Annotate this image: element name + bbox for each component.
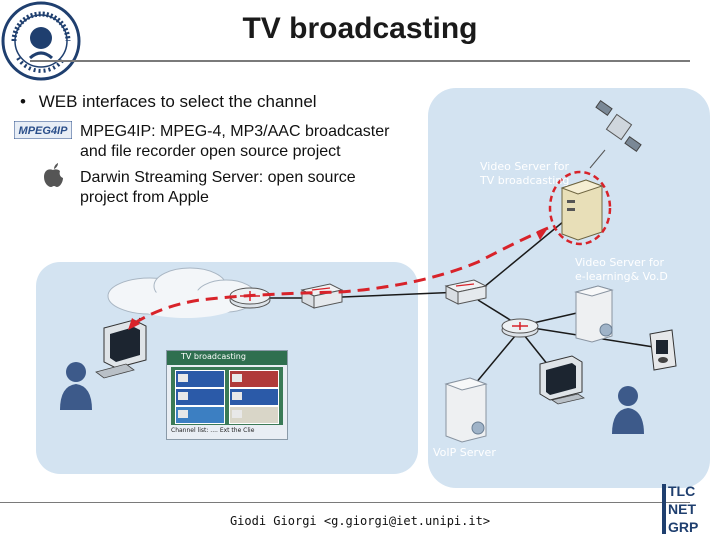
web-interface-screenshot: TV broadcasting Channel list: .... Ext t… [166, 350, 288, 440]
bullet-dot: • [20, 92, 26, 111]
client-monitor-icon [95, 319, 147, 379]
bullet-mpeg4ip-line2: and file recorder open source project [80, 143, 341, 160]
label-elearning-server: Video Server for e-learning& Vo.D [575, 256, 705, 284]
label-elearning-line1: Video Server for [575, 256, 665, 269]
switch-icon-1 [300, 283, 344, 309]
slide-title: TV broadcasting [242, 12, 478, 45]
user-person-icon-right [612, 386, 644, 434]
link-switch2-tvserver [477, 211, 576, 293]
label-elearning-line2: e-learning& Vo.D [575, 270, 668, 283]
channel-grid [171, 367, 283, 425]
user-person-icon-left [60, 362, 92, 410]
footer-author: Giodi Giorgi <g.giorgi@iet.unipi.it> [229, 514, 491, 528]
channel-tile[interactable] [229, 406, 279, 424]
switch-icon-2 [444, 279, 488, 305]
tlc-net-grp-logo: TLC NET GRP [662, 483, 698, 535]
channel-tile[interactable] [175, 406, 225, 424]
channel-tile[interactable] [175, 370, 225, 388]
label-tv-server-line1: Video Server for [480, 160, 570, 173]
label-voip-server: VoIP Server [433, 446, 496, 459]
link-router2-voip [469, 329, 521, 391]
mpeg4ip-logo-text: MPEG4IP [19, 125, 69, 137]
channel-tile[interactable] [175, 388, 225, 406]
bullet-text: WEB interfaces to select the channel [38, 92, 317, 111]
label-tv-server-line2: TV broadcasting [480, 174, 570, 187]
tlc-logo-line3: GRP [668, 519, 698, 535]
bullet-web-interfaces: • WEB interfaces to select the channel [20, 92, 317, 112]
label-tv-server: Video Server for TV broadcasting [480, 160, 600, 188]
bullet-darwin-line2: project from Apple [80, 189, 209, 206]
tv-server-icon [560, 179, 604, 241]
router-icon-2 [501, 318, 539, 338]
web-ui-footer: Channel list: .... Ext the Clie [171, 427, 255, 434]
elearning-server-icon [574, 285, 614, 343]
stream-path [128, 226, 549, 330]
channel-tile[interactable] [229, 370, 279, 388]
satellite-icon [589, 100, 642, 169]
bullet-mpeg4ip-line1: MPEG4IP: MPEG-4, MP3/AAC broadcaster [80, 123, 390, 140]
workstation-monitor-icon [539, 355, 585, 405]
title-divider [30, 60, 690, 62]
web-ui-header: TV broadcasting [167, 351, 287, 365]
ip-phone-icon [649, 329, 677, 371]
voip-server-icon [444, 377, 488, 443]
tlc-logo-line1: TLC [668, 483, 695, 499]
tlc-logo-line2: NET [668, 501, 696, 517]
channel-tile[interactable] [229, 388, 279, 406]
web-ui-title: TV broadcasting [181, 352, 246, 361]
apple-logo [44, 163, 63, 187]
bullet-darwin: Darwin Streaming Server: open source pro… [80, 168, 420, 208]
bullet-darwin-line1: Darwin Streaming Server: open source [80, 169, 356, 186]
tv-server-highlight [548, 170, 612, 246]
footer-divider [0, 502, 690, 503]
bullet-mpeg4ip: MPEG4IP: MPEG-4, MP3/AAC broadcaster and… [80, 122, 440, 162]
mpeg4ip-logo: MPEG4IP [14, 121, 72, 139]
